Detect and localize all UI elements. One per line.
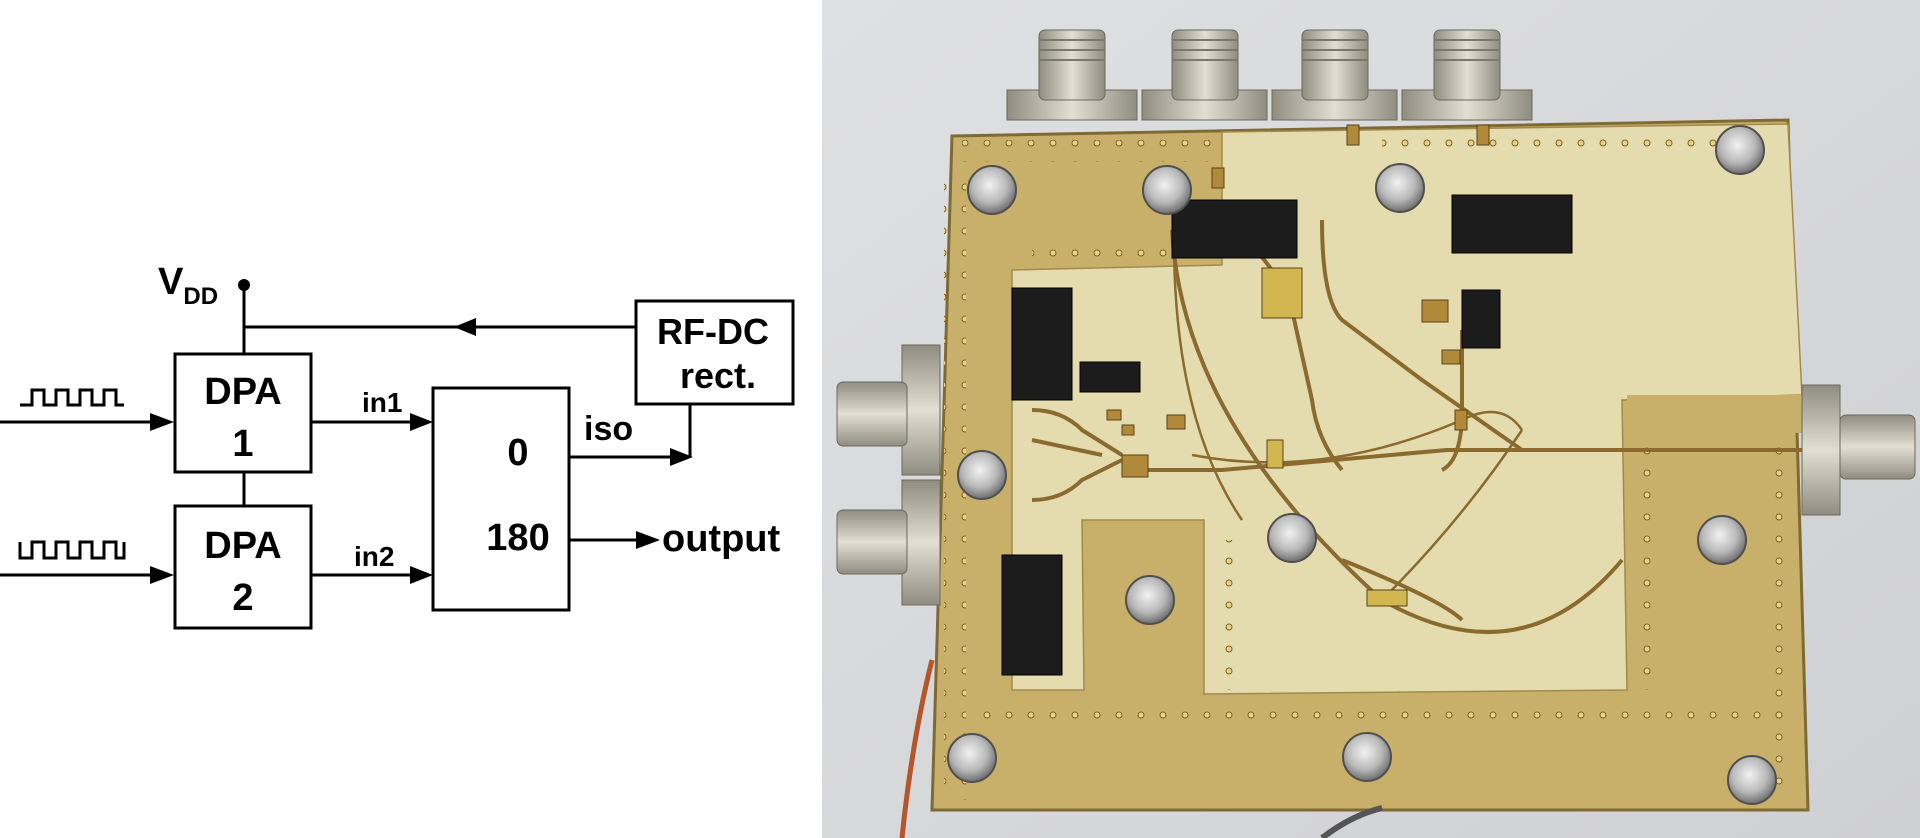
screw-5 (957, 450, 1007, 500)
component-relay-4 (1451, 194, 1573, 254)
via-row-right-top (1382, 130, 1762, 152)
mounting-screws (947, 125, 1777, 805)
input-1-arrow (150, 413, 174, 431)
in1-label: in1 (362, 387, 402, 418)
screw-8 (1125, 575, 1175, 625)
via-row-left (944, 170, 966, 800)
pulse-input-1-waveform (20, 388, 124, 407)
thin-traces (1172, 228, 1524, 601)
in2-arrow (410, 566, 433, 584)
iso-label: iso (584, 410, 633, 448)
pcb-photo (822, 0, 1920, 838)
block-diagram: VDD DPA 1 DPA 2 in1 in2 0 (0, 261, 795, 630)
dpa-2-label: DPA (204, 525, 281, 567)
feedback-arrow (454, 318, 476, 336)
screw-2 (1142, 165, 1192, 215)
component-relay-3 (1171, 199, 1298, 259)
rectifier-label-2: rect. (680, 355, 756, 396)
via-row-top (962, 140, 1222, 162)
component-ic-1 (1079, 361, 1141, 393)
dpa-2-block (173, 504, 313, 630)
rectifier-label-1: RF-DC (657, 311, 769, 352)
dpa-1-label: DPA (204, 371, 281, 413)
screw-11 (1727, 755, 1777, 805)
output-arrow (636, 531, 660, 549)
hybrid-coupler-block (431, 386, 571, 612)
cable-grey (1320, 805, 1383, 838)
sma-connector-top-2 (1141, 29, 1268, 121)
vdd-label: VDD (158, 261, 218, 310)
screw-10 (1342, 732, 1392, 782)
pulse-input-2-waveform (18, 540, 126, 560)
smd-components (1106, 124, 1490, 607)
sma-connector-right (1801, 384, 1916, 516)
screw-3 (1375, 163, 1425, 213)
screw-4 (1715, 125, 1765, 175)
component-relay-2 (1001, 554, 1063, 676)
sma-connector-top-4 (1401, 29, 1533, 121)
sma-connector-top-1 (1006, 29, 1138, 121)
hybrid-port-180: 180 (486, 517, 549, 559)
sma-connector-left-1 (836, 344, 941, 476)
screw-7 (1697, 515, 1747, 565)
screw-6 (1267, 513, 1317, 563)
via-row-right (1772, 410, 1794, 790)
sma-connector-top-3 (1271, 29, 1398, 121)
input-2-arrow (150, 566, 174, 584)
cable-orange (899, 659, 935, 838)
rf-traces (1031, 218, 1802, 634)
in1-arrow (410, 413, 433, 431)
dpa-2-number: 2 (232, 577, 253, 619)
screw-9 (947, 733, 997, 783)
iso-arrow (670, 448, 693, 466)
via-row-bottom (972, 700, 1782, 722)
output-label: output (662, 518, 781, 560)
screw-1 (967, 165, 1017, 215)
via-row-mid (1222, 540, 1244, 690)
rf-dc-rectifier-block (634, 299, 795, 406)
sma-connector-left-2 (836, 479, 941, 606)
via-row-right-mid (1637, 410, 1659, 690)
hybrid-port-0: 0 (507, 432, 528, 474)
output-strip (1627, 395, 1807, 433)
dpa-1-number: 1 (232, 423, 253, 465)
component-ic-2 (1461, 289, 1501, 349)
in2-label: in2 (354, 541, 394, 572)
component-relay-1 (1011, 287, 1073, 401)
